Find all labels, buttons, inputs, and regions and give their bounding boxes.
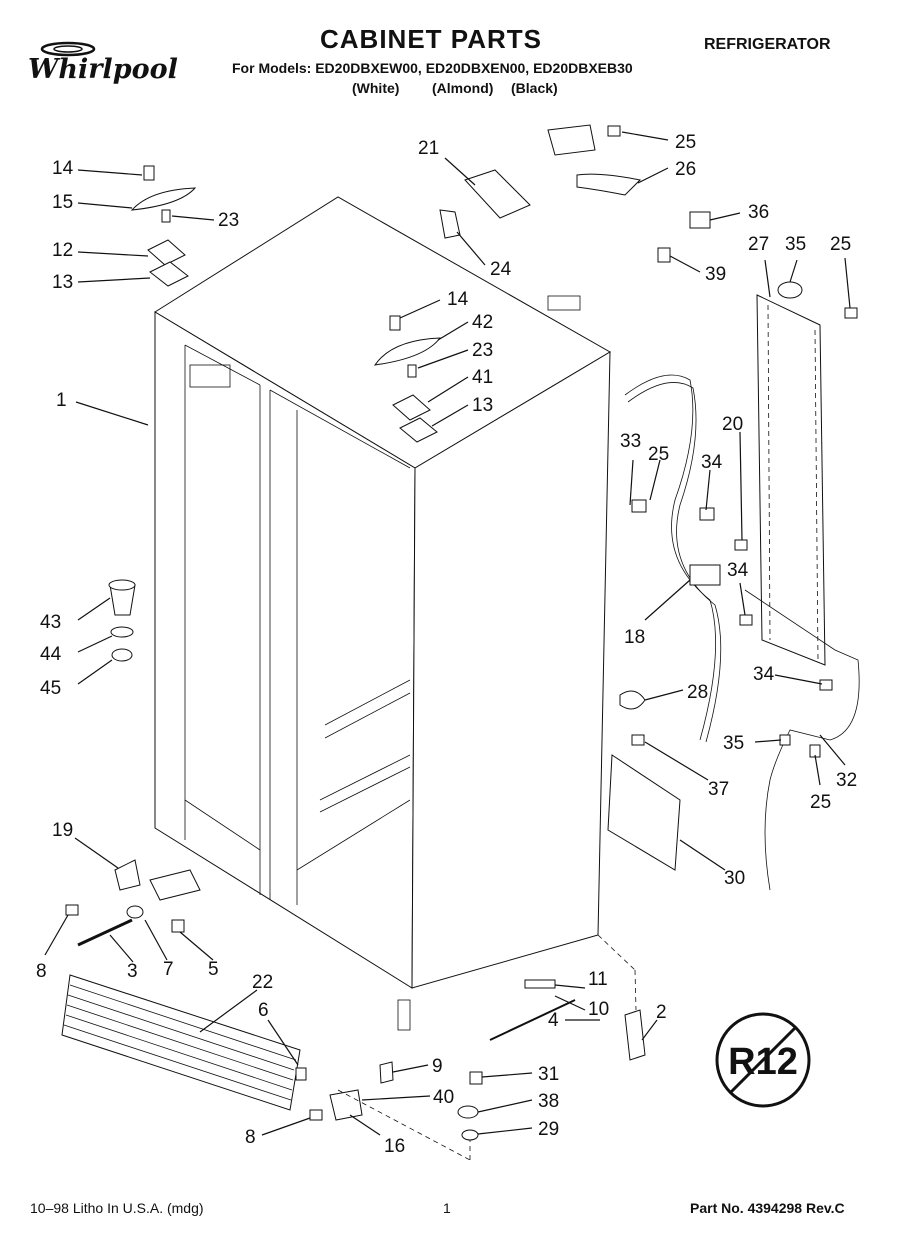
callout-label: 7 — [163, 959, 174, 980]
print-info: 10–98 Litho In U.S.A. (mdg) — [30, 1200, 204, 1216]
callout-label: 8 — [245, 1127, 256, 1148]
page-title: CABINET PARTS — [320, 24, 542, 54]
part-number: Part No. 4394298 Rev.C — [690, 1200, 845, 1216]
callout-label: 27 — [748, 234, 769, 255]
callout-label: 11 — [588, 969, 608, 990]
callout-label: 34 — [727, 560, 749, 581]
callout-label: 35 — [785, 234, 806, 255]
variant-almond: (Almond) — [432, 80, 494, 96]
wiring-harness — [619, 374, 833, 758]
callout-label: 24 — [490, 259, 512, 280]
callout-label: 2 — [656, 1002, 667, 1023]
callout-label: 26 — [675, 159, 696, 180]
callout-label: 37 — [708, 779, 729, 800]
page-number: 1 — [443, 1200, 451, 1216]
callout-label: 18 — [624, 627, 645, 648]
callout-label: 33 — [620, 431, 641, 452]
callout-label: 25 — [830, 234, 851, 255]
callout-label: 34 — [753, 664, 775, 685]
callout-label: 29 — [538, 1119, 559, 1140]
callout-numbers: 14 15 23 12 13 21 24 25 26 36 39 27 35 2… — [36, 132, 857, 1157]
callout-label: 12 — [52, 240, 73, 261]
variant-white: (White) — [352, 80, 400, 96]
callout-label: 25 — [675, 132, 696, 153]
callout-label: 10 — [588, 999, 609, 1020]
callout-label: 19 — [52, 820, 73, 841]
callout-label: 45 — [40, 678, 61, 699]
callout-label: 16 — [384, 1136, 405, 1157]
top-center-hinge-parts — [373, 315, 442, 443]
lower-left-hardware — [65, 859, 201, 947]
top-left-hinge-parts — [130, 165, 197, 287]
callout-label: 39 — [705, 264, 726, 285]
callout-label: 6 — [258, 1000, 269, 1021]
callout-label: 40 — [433, 1087, 454, 1108]
brand-name: Whirlpool — [28, 54, 178, 85]
callout-label: 32 — [836, 770, 857, 791]
no-r12-badge: R12 — [715, 1012, 811, 1108]
callout-label: 23 — [218, 210, 239, 231]
callout-label: 1 — [56, 390, 67, 411]
callout-label: 8 — [36, 961, 47, 982]
callout-label: 3 — [127, 961, 138, 982]
callout-label: 42 — [472, 312, 493, 333]
callout-label: 35 — [723, 733, 744, 754]
callout-label: 20 — [722, 414, 743, 435]
callout-label: 36 — [748, 202, 769, 223]
model-list: For Models: ED20DBXEW00, ED20DBXEN00, ED… — [232, 60, 633, 76]
callout-label: 9 — [432, 1056, 443, 1077]
cabinet-body — [154, 196, 611, 989]
callout-label: 14 — [52, 158, 74, 179]
leader-lines — [44, 131, 851, 1136]
callout-label: 31 — [538, 1064, 559, 1085]
callout-label: 13 — [52, 272, 73, 293]
callout-label: 22 — [252, 972, 273, 993]
whirlpool-logo: Whirlpool — [28, 41, 178, 85]
base-grille — [61, 974, 301, 1111]
callout-label: 4 — [548, 1010, 559, 1031]
callout-label: 44 — [40, 644, 62, 665]
callout-label: 5 — [208, 959, 219, 980]
callout-label: 23 — [472, 340, 493, 361]
callout-label: 21 — [418, 138, 439, 159]
variant-black: (Black) — [511, 80, 558, 96]
callout-label: 14 — [447, 289, 469, 310]
appliance-category: REFRIGERATOR — [704, 36, 831, 53]
callout-label: 34 — [701, 452, 723, 473]
callout-label: 38 — [538, 1091, 559, 1112]
lower-right-hardware — [295, 934, 646, 1161]
callout-label: 30 — [724, 868, 745, 889]
callout-label: 43 — [40, 612, 61, 633]
access-panel — [607, 754, 681, 871]
callout-label: 13 — [472, 395, 493, 416]
leveling-leg-parts — [108, 579, 136, 662]
callout-label: 15 — [52, 192, 73, 213]
callout-label: 25 — [648, 444, 669, 465]
callout-label: 28 — [687, 682, 708, 703]
evaporator-cover — [744, 281, 860, 891]
callout-label: 41 — [472, 367, 493, 388]
upper-right-parts — [439, 124, 711, 263]
callout-label: 25 — [810, 792, 831, 813]
